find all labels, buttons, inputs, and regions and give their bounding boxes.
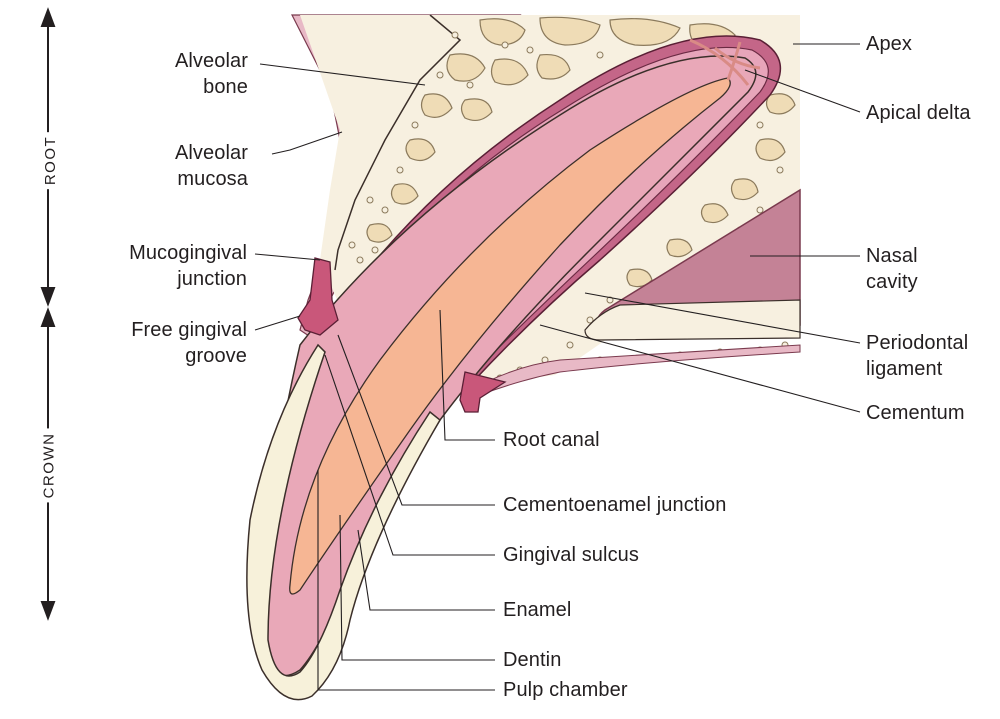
free-gingiva-left xyxy=(297,257,339,336)
bone-trabeculae xyxy=(366,16,796,288)
label-periodontal-ligament: Periodontal ligament xyxy=(866,332,969,380)
label-root-canal: Root canal xyxy=(503,429,600,451)
label-cementum: Cementum xyxy=(866,402,965,424)
nasal-lining xyxy=(584,299,801,341)
pulp-shape xyxy=(289,77,731,595)
root-axis-label: ROOT xyxy=(40,131,62,190)
nasal-floor xyxy=(479,344,801,396)
bone-outline-upper xyxy=(334,14,462,271)
label-gingival-sulcus: Gingival sulcus xyxy=(503,544,640,566)
label-alveolar-bone: Alveolar bone xyxy=(174,50,248,98)
label-free-gingival-groove: Free gingival groove xyxy=(131,319,247,367)
label-mucogingival-junction: Mucogingival junction xyxy=(129,242,247,290)
label-nasal-cavity: Nasal cavity xyxy=(866,245,918,293)
crown-axis-label: CROWN xyxy=(38,428,60,503)
free-gingiva-right xyxy=(459,371,507,413)
label-apical-delta: Apical delta xyxy=(866,102,971,124)
enamel-shape xyxy=(246,343,441,701)
apical-delta-mark xyxy=(689,38,761,86)
leader-lines xyxy=(254,43,861,691)
label-enamel: Enamel xyxy=(503,599,572,621)
label-apex: Apex xyxy=(866,33,912,55)
label-dentin: Dentin xyxy=(503,649,562,671)
axis-arrows xyxy=(40,7,56,621)
label-cementoenamel-junction: Cementoenamel junction xyxy=(503,494,727,516)
label-pulp-chamber: Pulp chamber xyxy=(503,679,628,701)
label-alveolar-mucosa: Alveolar mucosa xyxy=(174,142,248,190)
